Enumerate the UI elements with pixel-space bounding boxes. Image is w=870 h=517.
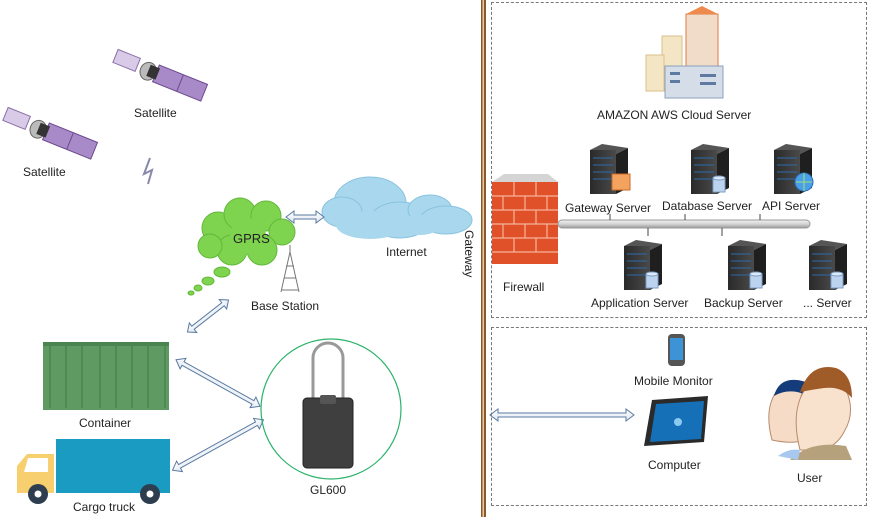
server-label: Database Server (662, 199, 753, 213)
server-icon (590, 144, 631, 194)
server-icon (624, 240, 662, 290)
gateway-label: Gateway (462, 230, 476, 278)
server-icon (774, 144, 814, 194)
mobile-monitor-label: Mobile Monitor (634, 374, 713, 388)
gprs-cloud-icon (187, 197, 296, 296)
aws-title: AMAZON AWS Cloud Server (597, 108, 752, 122)
computer-label: Computer (648, 458, 701, 472)
device-label: GL600 (310, 483, 347, 497)
cloud-server-panel (491, 2, 867, 318)
internet-cloud-icon (321, 176, 473, 239)
server-label: Gateway Server (565, 201, 652, 215)
user-label: User (797, 471, 823, 485)
link-arrow (285, 210, 325, 224)
container-icon (43, 342, 169, 410)
cargo-truck-icon (17, 439, 170, 504)
server-icon (691, 144, 729, 194)
device-highlight-ring (260, 338, 402, 480)
server-icon (728, 240, 766, 290)
aws-cloud-building-icon (645, 6, 724, 99)
server-label: Backup Server (704, 296, 783, 310)
firewall-label: Firewall (503, 280, 545, 294)
mobile-phone-icon (668, 334, 685, 366)
link-arrow (171, 417, 265, 473)
user-icon (768, 367, 852, 460)
internet-label: Internet (386, 245, 427, 259)
base-station-tower-icon (280, 245, 300, 293)
link-arrow (175, 357, 261, 409)
bus-connectors (609, 214, 761, 236)
link-arrow (489, 408, 635, 422)
computer-tablet-icon (644, 396, 708, 446)
server-label: ... Server (803, 296, 852, 310)
gl600-lock-icon (302, 341, 354, 469)
cargo-truck-label: Cargo truck (73, 500, 136, 514)
firewall-icon (492, 174, 558, 264)
server-bus (557, 219, 811, 229)
client-panel (491, 327, 867, 506)
link-arrow (186, 299, 230, 333)
satellite-label: Satellite (23, 165, 66, 179)
gprs-label: GPRS (233, 231, 270, 246)
container-label: Container (79, 416, 132, 430)
satellite-label: Satellite (134, 106, 177, 120)
server-label: API Server (762, 199, 821, 213)
server-label: Application Server (591, 296, 689, 310)
base-station-label: Base Station (251, 299, 320, 313)
signal-bolt-icon (142, 157, 154, 185)
satellite-icon (112, 48, 209, 102)
satellite-icon (2, 106, 99, 160)
server-icon (809, 240, 847, 290)
